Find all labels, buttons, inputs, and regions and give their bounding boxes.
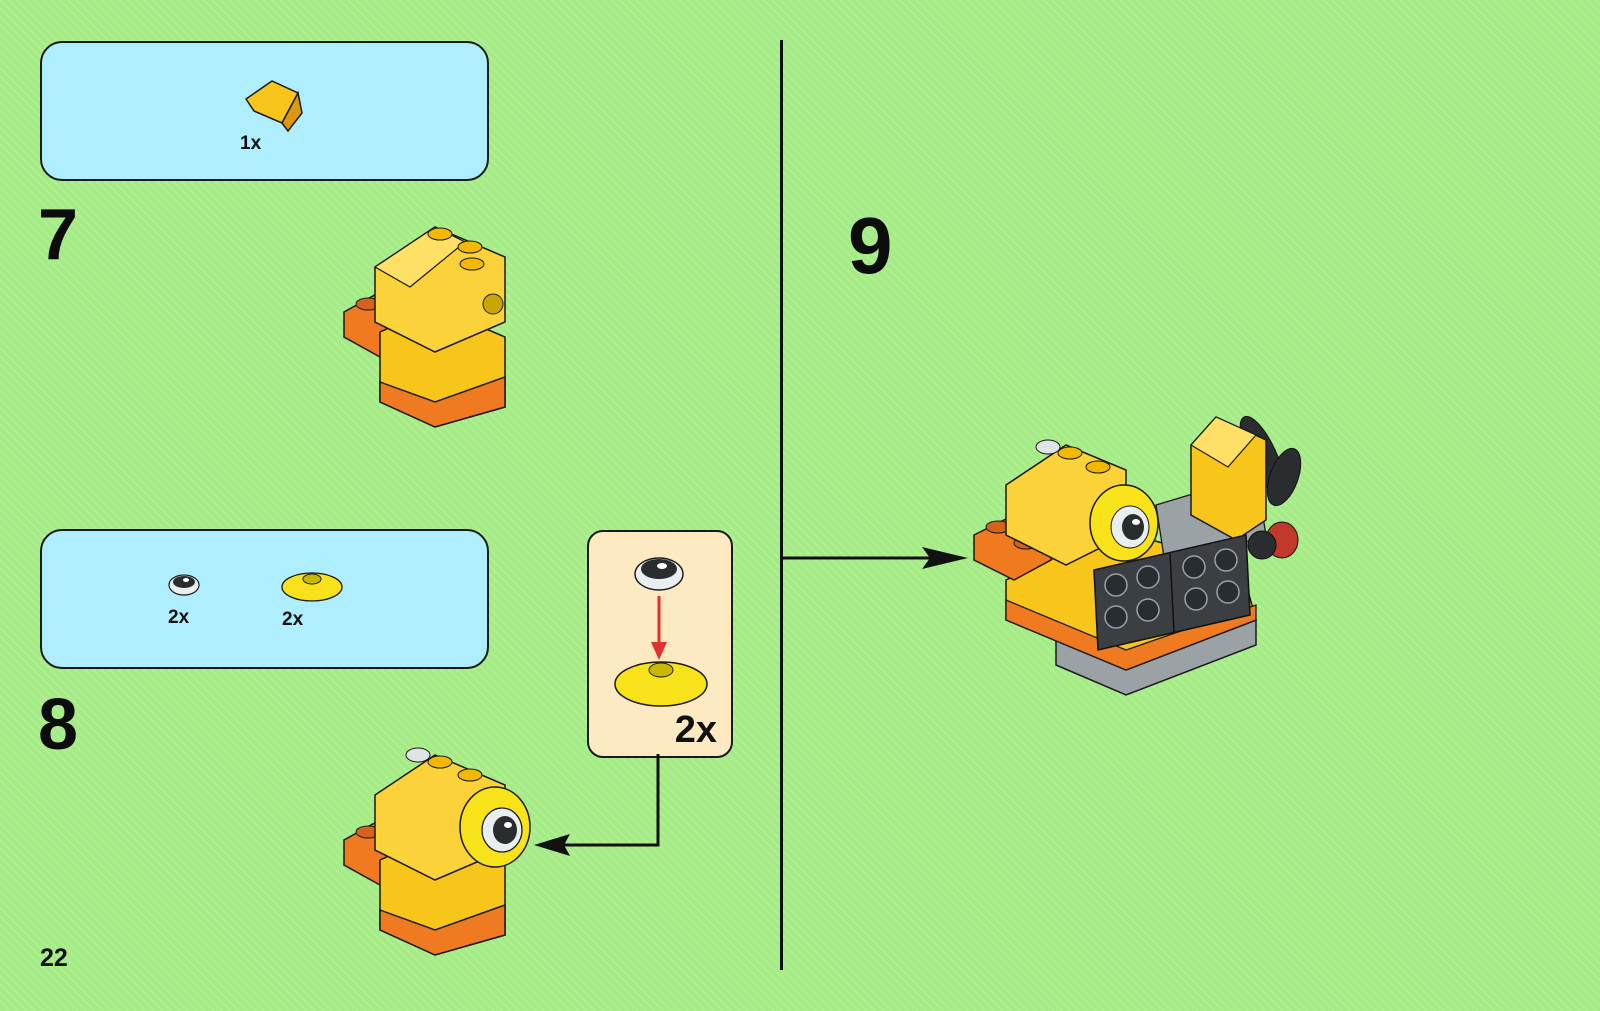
step-8-part-2-quantity: 2x [282,609,303,631]
connector-arrow-step-9 [782,543,972,573]
step-8-number: 8 [38,684,78,766]
step-7-parts-box: 1x [40,41,489,181]
step-8-model-duck-head-with-eye [340,745,540,960]
page-number: 22 [40,944,68,973]
step-7-part-1-quantity: 1x [240,133,261,155]
connector-arrow-step-8 [530,754,670,864]
page-divider [780,40,783,970]
step-9-model-duck-airplane [966,405,1336,705]
eye-tile-icon [629,550,689,596]
yellow-round-plate-icon [611,650,711,714]
step-8-parts-box: 2x 2x [40,529,489,669]
eye-tile-icon [166,569,206,599]
yellow-round-plate-icon [280,567,350,607]
step-8-part-1-quantity: 2x [168,607,189,629]
yellow-slope-brick-icon [242,73,312,133]
step-9-number: 9 [848,200,893,292]
step-8-subassembly-callout: 2x [587,530,733,758]
step-7-number: 7 [38,194,78,276]
step-7-model-duck-head [340,212,515,427]
callout-quantity: 2x [675,709,717,752]
